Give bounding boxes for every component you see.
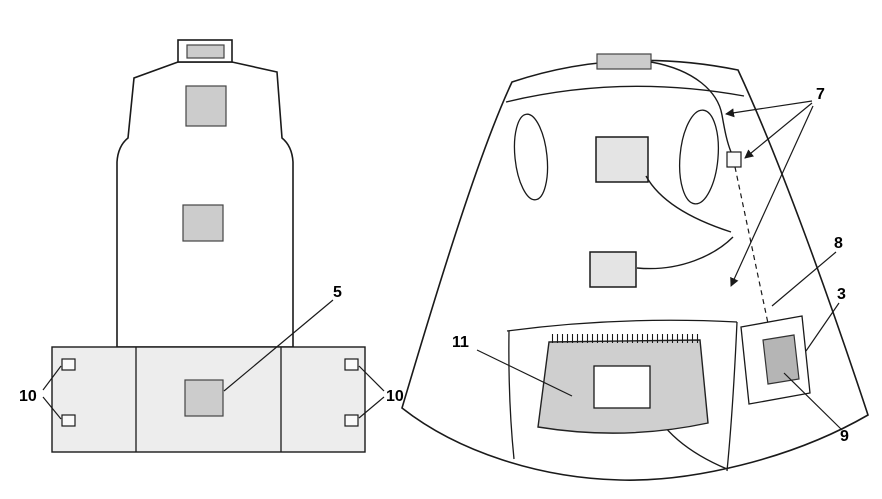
leader-patch-5 [223, 299, 334, 392]
leader-10-right-b [358, 396, 385, 419]
panel-patch-5 [184, 379, 224, 417]
callout-7: 7 [816, 86, 825, 103]
right-vertical-seam [726, 321, 738, 472]
connector-block [726, 151, 742, 168]
device-9 [762, 334, 800, 385]
leader-8 [771, 251, 837, 307]
leader-9 [783, 372, 843, 431]
left-vertical-seam [508, 330, 515, 460]
display-window [593, 365, 651, 409]
snap-fastener-top-right [344, 358, 359, 371]
upper-back-patch [185, 85, 227, 127]
collar-label-patch [186, 44, 225, 59]
callout-11: 11 [452, 334, 469, 351]
collar-band-seam [505, 85, 745, 103]
callout-10-left: 10 [19, 388, 37, 405]
callout-9: 9 [840, 428, 849, 445]
leader-7-a [725, 100, 813, 118]
horizontal-seam [506, 319, 738, 332]
figure-right-cape: 7 8 3 9 11 [401, 53, 869, 481]
display-pocket-hatching [550, 334, 699, 343]
callout-8: 8 [834, 235, 843, 252]
leader-7-b [744, 102, 813, 159]
snap-fastener-bottom-left [61, 414, 76, 427]
wire-collar-to-connector [650, 61, 732, 153]
middle-back-patch [182, 204, 224, 242]
callout-10-right: 10 [386, 388, 404, 405]
leader-10-right-a [358, 365, 385, 392]
snap-fastener-top-left [61, 358, 76, 371]
collar-patch [596, 53, 652, 70]
leader-3 [805, 302, 840, 352]
wire-chest-module [645, 175, 732, 233]
snap-fastener-bottom-right [344, 414, 359, 427]
armhole-left [513, 113, 549, 201]
leader-10-left-b [42, 396, 62, 420]
mid-module [589, 251, 637, 288]
callout-3: 3 [837, 286, 846, 303]
leader-7-c [730, 105, 814, 287]
chest-module [595, 136, 649, 183]
figure-left-vest: 5 10 10 [19, 39, 404, 453]
leader-10-left-a [42, 365, 62, 391]
dashed-cable [734, 166, 770, 329]
leader-11 [476, 349, 573, 397]
wire-mid-module [636, 236, 734, 270]
armhole-right [678, 109, 720, 205]
callout-5: 5 [333, 284, 342, 301]
